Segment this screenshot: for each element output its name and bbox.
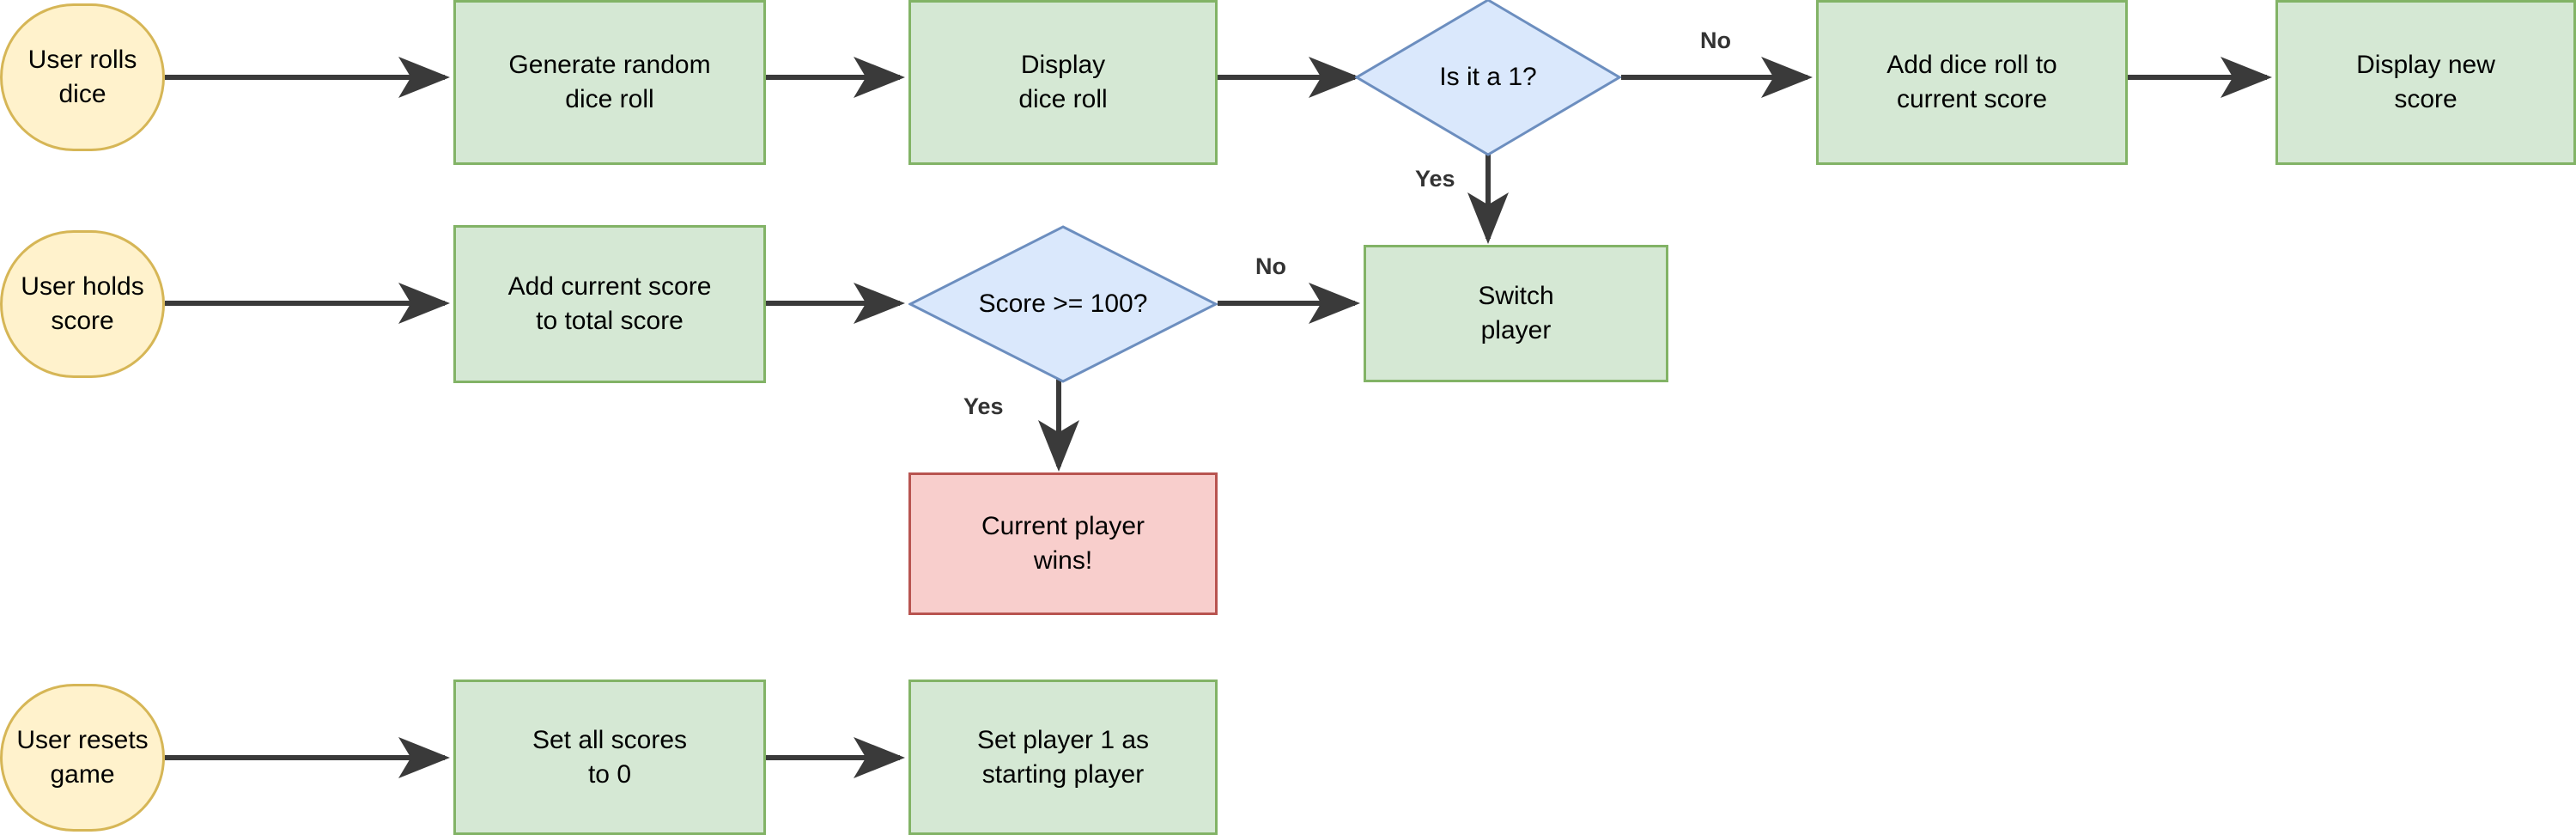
node-display-new-score[interactable]: Display new score [2275,0,2576,165]
node-generate-random-dice-roll[interactable]: Generate random dice roll [453,0,766,165]
node-is-it-a-1[interactable]: Is it a 1? [1355,0,1621,156]
node-label: Score >= 100? [978,290,1148,319]
edge-label-is-it-a-1-no: No [1700,27,1731,53]
node-label: Add dice roll to current score [1886,51,2057,113]
node-set-all-scores-to-0[interactable]: Set all scores to 0 [453,680,766,835]
node-add-dice-roll-to-current-score[interactable]: Add dice roll to current score [1816,0,2128,165]
node-label: Current player wins! [981,512,1145,575]
diamond-shape [908,225,1218,383]
node-label: User resets game [16,726,149,789]
node-label: Generate random dice roll [508,51,711,113]
node-label: User holds score [21,272,144,335]
node-label: Switch player [1478,282,1554,344]
node-set-player-1-as-starting-player[interactable]: Set player 1 as starting player [908,680,1218,835]
node-label: User rolls dice [27,46,137,108]
node-switch-player[interactable]: Switch player [1364,245,1668,382]
node-label: Add current score to total score [507,272,712,335]
diamond-shape [1355,0,1621,156]
edge-label-is-it-a-1-yes: Yes [1415,166,1455,192]
node-user-resets-game[interactable]: User resets game [0,684,165,832]
edge-label-score-gte-100-yes: Yes [963,393,1004,419]
node-add-current-score-to-total-score[interactable]: Add current score to total score [453,225,766,383]
node-label: Is it a 1? [1439,63,1537,92]
node-label: Display new score [2356,51,2495,113]
node-label: Display dice roll [1018,51,1108,113]
node-label: Set player 1 as starting player [976,725,1150,789]
node-current-player-wins[interactable]: Current player wins! [908,472,1218,615]
node-label: Set all scores to 0 [532,725,688,789]
node-user-holds-score[interactable]: User holds score [0,230,165,378]
node-user-rolls-dice[interactable]: User rolls dice [0,3,165,151]
node-display-dice-roll[interactable]: Display dice roll [908,0,1218,165]
edge-label-score-gte-100-no: No [1255,253,1286,279]
node-score-gte-100[interactable]: Score >= 100? [908,225,1218,383]
